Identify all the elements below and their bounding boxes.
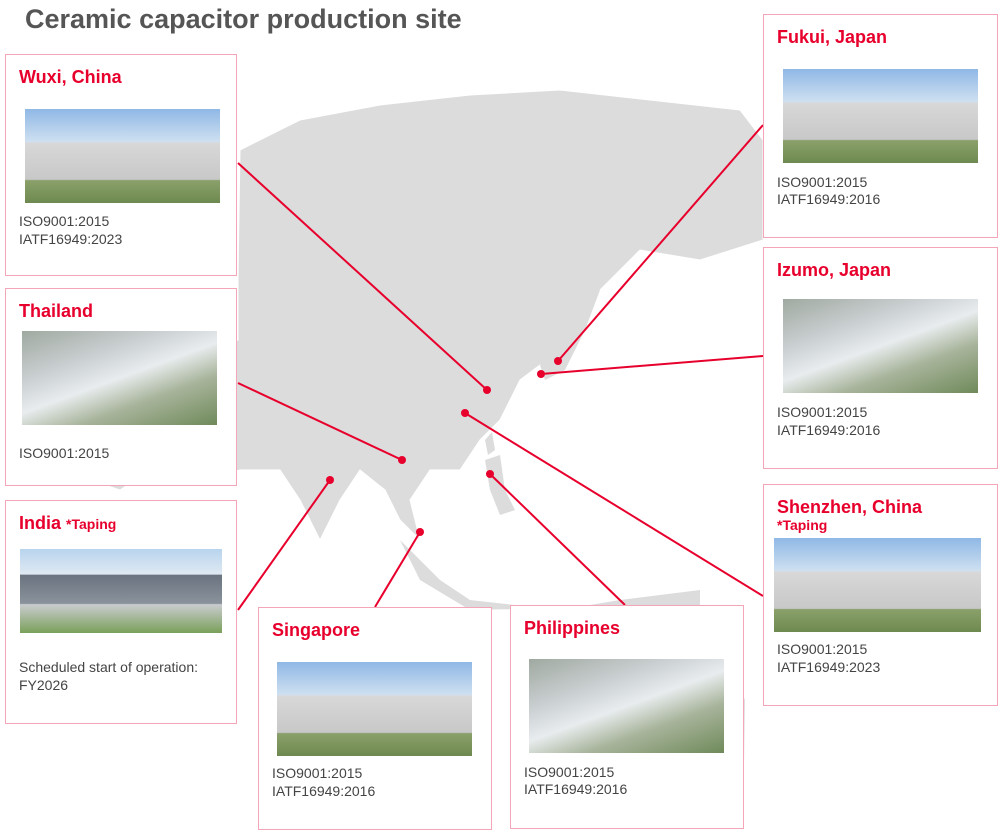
site-name: Thailand [19, 301, 94, 321]
site-heading: India *Taping [19, 513, 116, 534]
japan-landmass [540, 280, 600, 380]
cert-1: ISO9001:2015 [19, 213, 110, 229]
status-2: FY2026 [19, 677, 69, 693]
factory-photo [277, 662, 472, 756]
marker-india [326, 476, 334, 484]
cert-1: ISO9001:2015 [524, 764, 615, 780]
cert-1: ISO9001:2015 [272, 765, 363, 781]
site-card-fukui: Fukui, Japan ISO9001:2015 IATF16949:2016 [763, 14, 998, 238]
connector-lines [237, 124, 764, 611]
site-name: Wuxi, China [19, 67, 122, 87]
marker-izumo [537, 370, 545, 378]
cert-1: ISO9001:2015 [777, 641, 868, 657]
marker-fukui [554, 357, 562, 365]
connector-fukui [557, 124, 764, 362]
factory-photo [783, 69, 978, 163]
site-note: *Taping [66, 516, 117, 532]
cert-1: ISO9001:2015 [19, 445, 110, 461]
site-name: Izumo, Japan [777, 260, 892, 280]
location-markers [326, 357, 562, 536]
connector-shenzhen [464, 412, 764, 597]
marker-wuxi [483, 386, 491, 394]
indonesia-landmass [400, 540, 700, 610]
cert-2: IATF16949:2023 [777, 659, 881, 675]
factory-photo [22, 331, 217, 425]
cert-2: IATF16949:2016 [777, 422, 881, 438]
site-card-thailand: Thailand ISO9001:2015 [5, 288, 237, 486]
connector-philippines [489, 473, 626, 606]
site-card-singapore: Singapore ISO9001:2015 IATF16949:2016 [258, 607, 492, 830]
site-card-wuxi: Wuxi, China ISO9001:2015 IATF16949:2023 [5, 54, 237, 276]
factory-rendering [20, 549, 222, 633]
factory-photo [783, 299, 978, 393]
cert-2: IATF16949:2023 [19, 231, 123, 247]
status-1: Scheduled start of operation: [19, 659, 199, 675]
connector-izumo [540, 355, 764, 375]
taiwan-landmass [485, 432, 495, 455]
site-name: Shenzhen, China [777, 497, 923, 517]
connector-india [237, 479, 331, 611]
marker-shenzhen [461, 409, 469, 417]
site-name: Philippines [524, 618, 621, 638]
page-title: Ceramic capacitor production site [25, 4, 462, 34]
site-card-india: India *Taping Scheduled start of operati… [5, 500, 237, 724]
marker-philippines [486, 470, 494, 478]
factory-photo [529, 659, 724, 753]
cert-1: ISO9001:2015 [777, 404, 868, 420]
site-name: Singapore [272, 620, 361, 640]
site-name: India [19, 513, 62, 533]
site-note: *Taping [777, 517, 828, 533]
site-card-shenzhen: Shenzhen, China *Taping ISO9001:2015 IAT… [763, 484, 998, 706]
factory-photo [25, 109, 220, 203]
site-card-izumo: Izumo, Japan ISO9001:2015 IATF16949:2016 [763, 247, 998, 469]
marker-singapore [416, 528, 424, 536]
cert-2: IATF16949:2016 [777, 191, 881, 207]
cert-2: IATF16949:2016 [524, 781, 628, 797]
connector-thailand [237, 382, 403, 461]
site-card-philippines: Philippines ISO9001:2015 IATF16949:2016 [510, 605, 744, 829]
connector-wuxi [237, 162, 488, 391]
site-name: Fukui, Japan [777, 27, 888, 47]
factory-photo [774, 538, 981, 632]
connector-singapore [374, 531, 421, 608]
marker-thailand [398, 456, 406, 464]
cert-2: IATF16949:2016 [272, 783, 376, 799]
cert-1: ISO9001:2015 [777, 174, 868, 190]
